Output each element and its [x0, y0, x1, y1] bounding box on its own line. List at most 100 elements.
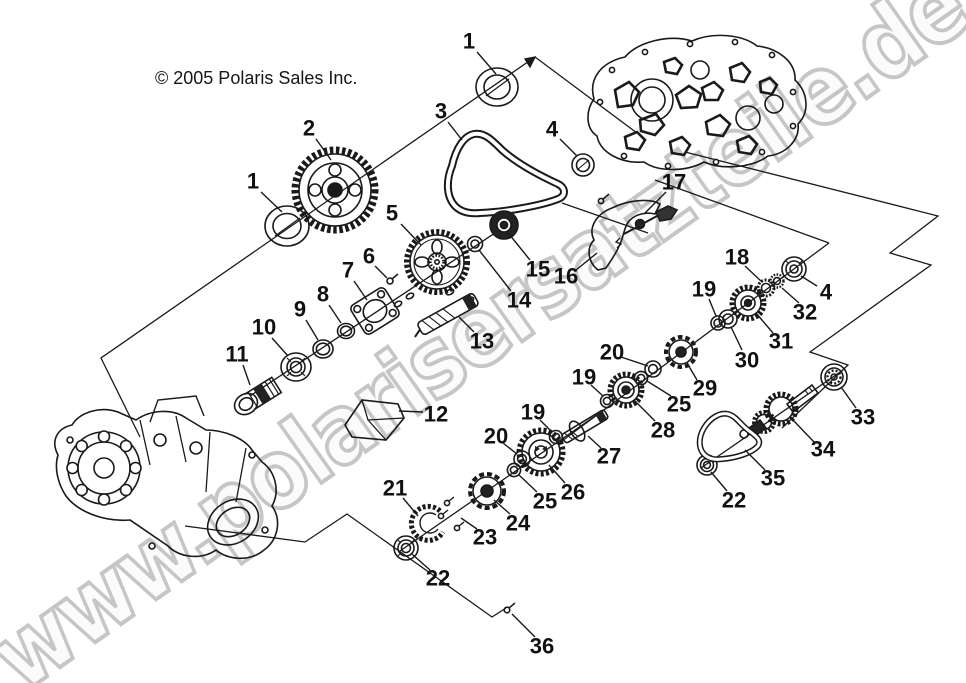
callout-label-22-26: 22 — [426, 566, 450, 591]
shaft-27-art — [561, 409, 609, 444]
callout-label-30-36: 30 — [735, 348, 759, 373]
leader-line-8-9 — [328, 304, 342, 324]
leader-line-13-14 — [458, 316, 475, 333]
leader-line-5-6 — [400, 223, 422, 246]
callout-label-5-6: 5 — [386, 201, 398, 226]
callout-label-1-0: 1 — [463, 29, 475, 54]
rear-cover-art — [587, 34, 807, 171]
callout-label-32-38: 32 — [793, 300, 817, 325]
oring-8-art — [336, 322, 356, 340]
fork-17-art — [597, 193, 679, 249]
ring-30-art — [718, 309, 738, 329]
gearcase-housing-art — [54, 395, 279, 560]
leader-line-19-21 — [590, 384, 604, 397]
callout-label-19-22: 19 — [521, 400, 545, 425]
gear-2-art — [291, 146, 379, 234]
leader-line-28-34 — [633, 399, 656, 422]
washer-20a-art — [644, 360, 662, 378]
leader-line-20-23 — [620, 356, 649, 367]
ring-25a-art — [506, 462, 522, 478]
leader-line-30-36 — [730, 326, 743, 351]
callout-label-11-12: 11 — [225, 342, 248, 367]
callout-label-14-15: 14 — [507, 288, 532, 313]
callout-label-1-1: 1 — [247, 169, 259, 194]
callout-label-27-33: 27 — [597, 444, 621, 469]
seal-1-left-art — [264, 205, 310, 247]
callout-label-13-14: 13 — [470, 329, 494, 354]
leader-line-32-38 — [781, 287, 800, 304]
callout-label-25-30: 25 — [533, 489, 557, 514]
callout-label-33-39: 33 — [851, 405, 875, 430]
callout-label-28-34: 28 — [651, 418, 675, 443]
leader-line-7-8 — [353, 280, 368, 301]
gasket-7-art — [350, 287, 400, 335]
leader-line-4-5 — [800, 275, 818, 287]
leader-line-25-30 — [518, 474, 538, 493]
leader-line-23-28 — [460, 517, 478, 530]
leader-line-36-42 — [511, 613, 536, 638]
callout-label-4-4: 4 — [546, 117, 559, 142]
callout-label-19-20: 19 — [692, 277, 716, 302]
leader-line-24-29 — [493, 499, 511, 515]
callout-label-15-16: 15 — [526, 257, 550, 282]
bushing-15-art — [489, 210, 519, 240]
callout-label-19-21: 19 — [572, 365, 596, 390]
leader-line-25-31 — [646, 380, 672, 397]
seal-1-top-art — [475, 67, 519, 107]
callout-label-21-25: 21 — [383, 476, 407, 501]
leader-line-2-2 — [315, 138, 332, 161]
callout-label-3-3: 3 — [435, 99, 447, 124]
bearing-33-art — [820, 363, 848, 391]
hub-24-art — [468, 472, 506, 510]
leader-line-31-37 — [755, 312, 774, 334]
callout-label-9-10: 9 — [294, 297, 306, 322]
callout-label-12-13: 12 — [424, 402, 448, 427]
gear-31-art — [729, 284, 767, 322]
leader-line-21-25 — [402, 497, 419, 517]
belt-35-art — [696, 410, 763, 463]
callout-label-20-23: 20 — [600, 340, 624, 365]
gear-28-art — [607, 371, 645, 409]
leader-line-6-7 — [374, 265, 388, 279]
segment-21-art — [408, 503, 446, 543]
callout-label-10-11: 10 — [252, 315, 276, 340]
callout-label-34-40: 34 — [811, 437, 836, 462]
sprocket-5-art — [404, 229, 470, 295]
leader-line-12-13 — [398, 410, 424, 413]
leader-line-20-24 — [502, 442, 518, 455]
leader-line-34-40 — [791, 418, 815, 443]
leader-line-27-33 — [587, 435, 602, 449]
callout-label-7-8: 7 — [342, 258, 354, 283]
gear-26-art — [516, 427, 566, 477]
callout-label-31-37: 31 — [769, 329, 793, 354]
bearing-4b-art — [781, 256, 807, 282]
bearing-22a-art — [393, 535, 419, 561]
leader-line-15-16 — [508, 233, 531, 261]
leader-line-11-12 — [242, 364, 251, 386]
seal-4-top-art — [571, 153, 595, 177]
bearing-10-art — [280, 352, 312, 382]
callout-label-36-42: 36 — [530, 634, 554, 659]
leader-line-35-41 — [744, 449, 766, 471]
leader-line-18-19 — [744, 265, 763, 283]
leader-line-17-18 — [643, 191, 667, 215]
callout-label-22-27: 22 — [722, 488, 746, 513]
callout-label-17-18: 17 — [662, 170, 686, 195]
callout-label-8-9: 8 — [317, 282, 329, 307]
leader-line-22-26 — [412, 554, 431, 571]
leader-line-3-3 — [447, 121, 463, 141]
shaft-13-art — [414, 293, 479, 338]
callout-label-23-28: 23 — [473, 525, 497, 550]
callout-label-29-35: 29 — [693, 376, 717, 401]
washer-14-art — [466, 235, 484, 253]
leader-line-16-17 — [575, 252, 598, 271]
copyright-text: © 2005 Polaris Sales Inc. — [155, 68, 357, 88]
hub-29-art — [664, 335, 698, 369]
callout-label-4-5: 4 — [820, 280, 833, 305]
callout-label-2-2: 2 — [303, 116, 315, 141]
leader-line-10-11 — [271, 337, 289, 357]
callout-label-16-17: 16 — [554, 264, 578, 289]
